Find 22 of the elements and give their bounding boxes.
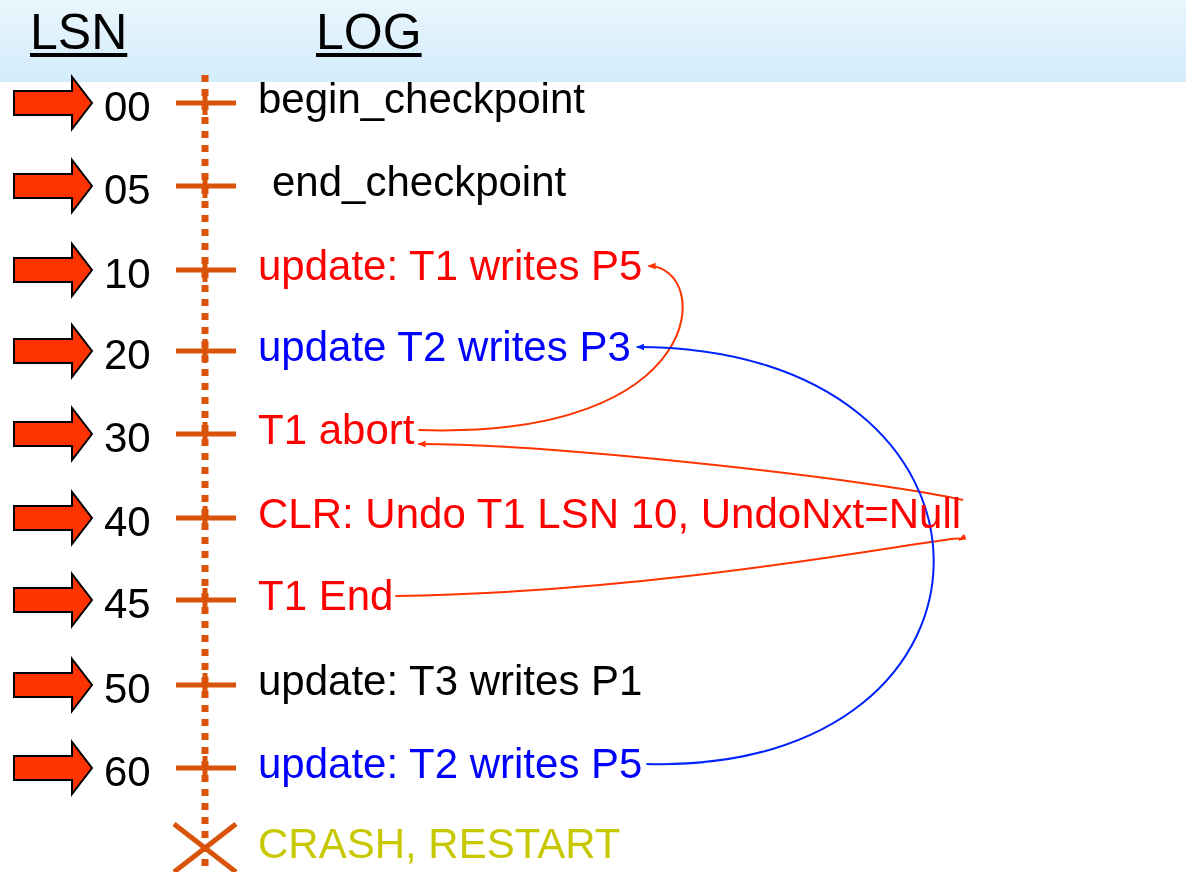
lsn-number: 60 xyxy=(104,748,151,796)
lsn-number: 00 xyxy=(104,83,151,131)
arrow xyxy=(417,440,965,501)
lsn-number: 05 xyxy=(104,166,151,214)
arrow xyxy=(417,264,684,431)
log-record: T1 End xyxy=(258,572,394,620)
lsn-number: 20 xyxy=(104,331,151,379)
lsn-number: 40 xyxy=(104,498,151,546)
log-record: update T2 writes P3 xyxy=(258,323,631,371)
log-record: T1 abort xyxy=(258,406,415,454)
log-record: end_checkpoint xyxy=(272,158,567,206)
lsn-number: 45 xyxy=(104,580,151,628)
lsn-number: 30 xyxy=(104,414,151,462)
lsn-number: 50 xyxy=(104,665,151,713)
column-header: LOG xyxy=(316,3,422,62)
column-header: LSN xyxy=(30,3,128,62)
log-record: update: T3 writes P1 xyxy=(258,657,643,705)
log-record: update: T1 writes P5 xyxy=(258,242,643,290)
log-record: update: T2 writes P5 xyxy=(258,740,643,788)
log-record: begin_checkpoint xyxy=(258,75,585,123)
crash-event-text: CRASH, RESTART xyxy=(258,820,621,868)
lsn-number: 10 xyxy=(104,250,151,298)
